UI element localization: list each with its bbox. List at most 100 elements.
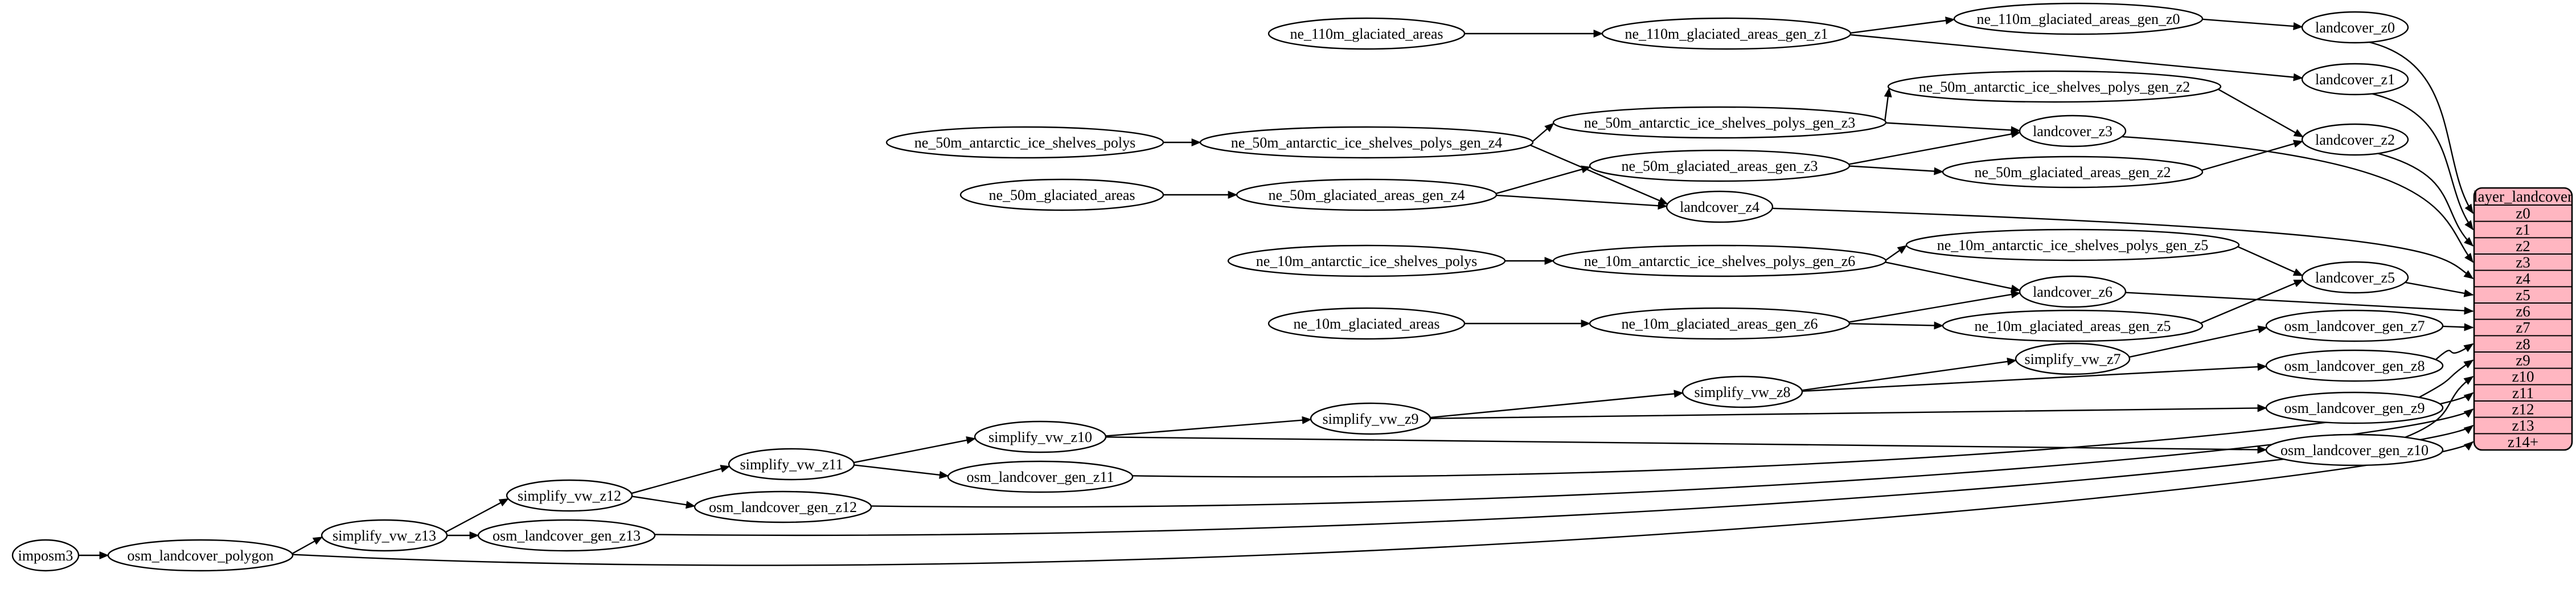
node-ne_50m_glaciated_areas_gen_z4: ne_50m_glaciated_areas_gen_z4 bbox=[1236, 178, 1498, 211]
node-ellipse-ne_50m_antarctic_ice_shelves_polys bbox=[885, 126, 1164, 159]
node-ne_50m_glaciated_areas_gen_z2: ne_50m_glaciated_areas_gen_z2 bbox=[1942, 155, 2204, 189]
table-row-z4: z4 bbox=[2516, 270, 2530, 287]
table-row-z10: z10 bbox=[2512, 368, 2534, 385]
node-ellipse-ne_50m_antarctic_ice_shelves_polys_gen_z2 bbox=[1887, 70, 2222, 103]
node-landcover_z4: landcover_z4 bbox=[1666, 190, 1774, 223]
node-simplify_vw_z7: simplify_vw_z7 bbox=[2015, 342, 2131, 375]
node-ellipse-osm_landcover_gen_z9 bbox=[2265, 391, 2444, 424]
node-landcover_z0: landcover_z0 bbox=[2301, 11, 2409, 44]
node-landcover_z1: landcover_z1 bbox=[2301, 63, 2409, 96]
table-row-z8: z8 bbox=[2516, 335, 2530, 353]
node-label-ne_10m_glaciated_areas_gen_z5: ne_10m_glaciated_areas_gen_z5 bbox=[1974, 318, 2171, 334]
table-row-z6: z6 bbox=[2516, 303, 2530, 320]
node-ellipse-simplify_vw_z10 bbox=[974, 420, 1107, 453]
table-row-z1: z1 bbox=[2516, 221, 2530, 238]
node-ne_50m_antarctic_ice_shelves_polys_gen_z4: ne_50m_antarctic_ice_shelves_polys_gen_z… bbox=[1199, 126, 1534, 159]
node-label-ne_50m_antarctic_ice_shelves_polys_gen_z4: ne_50m_antarctic_ice_shelves_polys_gen_z… bbox=[1231, 134, 1503, 151]
node-label-ne_10m_glaciated_areas_gen_z6: ne_10m_glaciated_areas_gen_z6 bbox=[1621, 316, 1818, 332]
node-ne_110m_glaciated_areas: ne_110m_glaciated_areas bbox=[1268, 17, 1466, 50]
edge-ne_110m_glaciated_areas_gen_z1-to-ne_110m_glaciated_areas_gen_z0 bbox=[1850, 17, 1955, 34]
node-label-landcover_z3: landcover_z3 bbox=[2033, 123, 2113, 140]
edge-osm_landcover_gen_z10-to-layer-row-z10 bbox=[2405, 376, 2474, 439]
node-ellipse-landcover_z0 bbox=[2301, 11, 2409, 44]
node-label-landcover_z5: landcover_z5 bbox=[2315, 269, 2395, 286]
node-ellipse-ne_10m_antarctic_ice_shelves_polys bbox=[1227, 244, 1506, 277]
node-ellipse-ne_50m_glaciated_areas_gen_z3 bbox=[1589, 149, 1851, 182]
table-row-z9: z9 bbox=[2516, 352, 2530, 369]
node-osm_landcover_gen_z11: osm_landcover_gen_z11 bbox=[947, 460, 1134, 493]
edge-simplify_vw_z11-to-simplify_vw_z10 bbox=[854, 436, 977, 464]
edge-simplify_vw_z8-to-simplify_vw_z7 bbox=[1802, 357, 2017, 391]
edge-landcover_z2-to-layer-row-z2 bbox=[2377, 153, 2474, 247]
node-label-imposm3: imposm3 bbox=[18, 547, 73, 564]
node-landcover_z2: landcover_z2 bbox=[2301, 123, 2409, 156]
node-label-ne_110m_glaciated_areas: ne_110m_glaciated_areas bbox=[1290, 26, 1443, 42]
edge-ne_10m_antarctic_ice_shelves_polys_gen_z6-to-ne_10m_antarctic_ice_shelves_polys_gen_z5 bbox=[1885, 245, 1908, 261]
table-row-z11: z11 bbox=[2512, 384, 2534, 402]
node-ellipse-simplify_vw_z11 bbox=[728, 448, 855, 481]
edge-osm_landcover_polygon-to-simplify_vw_z13 bbox=[292, 536, 323, 555]
node-ne_50m_antarctic_ice_shelves_polys: ne_50m_antarctic_ice_shelves_polys bbox=[885, 126, 1164, 159]
node-label-ne_10m_antarctic_ice_shelves_polys: ne_10m_antarctic_ice_shelves_polys bbox=[1256, 253, 1477, 269]
node-label-ne_50m_glaciated_areas_gen_z3: ne_50m_glaciated_areas_gen_z3 bbox=[1621, 158, 1818, 174]
node-label-ne_10m_antarctic_ice_shelves_polys_gen_z6: ne_10m_antarctic_ice_shelves_polys_gen_z… bbox=[1584, 253, 1856, 269]
table-row-z14-plus: z14+ bbox=[2508, 433, 2538, 451]
node-ne_110m_glaciated_areas_gen_z1: ne_110m_glaciated_areas_gen_z1 bbox=[1601, 17, 1852, 50]
edge-ne_10m_antarctic_ice_shelves_polys_gen_z5-to-landcover_z5 bbox=[2237, 246, 2303, 276]
edge-osm_landcover_gen_z9-to-layer-row-z9 bbox=[2418, 359, 2474, 398]
node-simplify_vw_z10: simplify_vw_z10 bbox=[974, 420, 1107, 453]
node-osm_landcover_gen_z9: osm_landcover_gen_z9 bbox=[2265, 391, 2444, 424]
node-label-simplify_vw_z9: simplify_vw_z9 bbox=[1323, 411, 1419, 427]
node-osm_landcover_gen_z8: osm_landcover_gen_z8 bbox=[2265, 349, 2444, 382]
node-landcover_z3: landcover_z3 bbox=[2019, 114, 2127, 148]
edge-simplify_vw_z13-to-simplify_vw_z12 bbox=[445, 498, 509, 533]
node-ellipse-imposm3 bbox=[11, 539, 80, 572]
table-row-z13: z13 bbox=[2512, 417, 2534, 434]
edge-osm_landcover_gen_z7-to-layer-row-z7 bbox=[2442, 323, 2474, 331]
node-label-ne_10m_glaciated_areas: ne_10m_glaciated_areas bbox=[1294, 316, 1440, 332]
node-ellipse-ne_50m_glaciated_areas_gen_z2 bbox=[1942, 155, 2204, 189]
node-ellipse-landcover_z5 bbox=[2301, 261, 2409, 294]
node-ne_50m_glaciated_areas_gen_z3: ne_50m_glaciated_areas_gen_z3 bbox=[1589, 149, 1851, 182]
node-ne_50m_glaciated_areas: ne_50m_glaciated_areas bbox=[959, 178, 1164, 211]
node-ellipse-ne_50m_antarctic_ice_shelves_polys_gen_z3 bbox=[1552, 106, 1887, 139]
node-ne_10m_antarctic_ice_shelves_polys: ne_10m_antarctic_ice_shelves_polys bbox=[1227, 244, 1506, 277]
edge-ne_50m_antarctic_ice_shelves_polys_gen_z2-to-landcover_z2 bbox=[2218, 88, 2304, 138]
edge-simplify_vw_z11-to-osm_landcover_gen_z11 bbox=[854, 464, 949, 479]
node-ellipse-osm_landcover_gen_z13 bbox=[477, 519, 656, 552]
node-ellipse-simplify_vw_z8 bbox=[1681, 375, 1803, 408]
node-ne_50m_antarctic_ice_shelves_polys_gen_z3: ne_50m_antarctic_ice_shelves_polys_gen_z… bbox=[1552, 106, 1887, 139]
node-ne_10m_antarctic_ice_shelves_polys_gen_z5: ne_10m_antarctic_ice_shelves_polys_gen_z… bbox=[1905, 228, 2240, 261]
node-label-simplify_vw_z10: simplify_vw_z10 bbox=[988, 429, 1092, 445]
node-ellipse-simplify_vw_z7 bbox=[2015, 342, 2131, 375]
node-label-ne_50m_antarctic_ice_shelves_polys_gen_z2: ne_50m_antarctic_ice_shelves_polys_gen_z… bbox=[1919, 79, 2191, 95]
edge-simplify_vw_z12-to-simplify_vw_z11 bbox=[631, 465, 731, 494]
node-label-ne_50m_glaciated_areas_gen_z4: ne_50m_glaciated_areas_gen_z4 bbox=[1268, 187, 1465, 203]
edge-ne_110m_glaciated_areas_gen_z0-to-landcover_z0 bbox=[2202, 18, 2303, 30]
node-label-landcover_z0: landcover_z0 bbox=[2315, 19, 2395, 36]
node-osm_landcover_gen_z7: osm_landcover_gen_z7 bbox=[2265, 309, 2444, 342]
node-label-landcover_z1: landcover_z1 bbox=[2315, 71, 2395, 88]
node-label-landcover_z6: landcover_z6 bbox=[2033, 284, 2113, 300]
node-ellipse-ne_10m_glaciated_areas_gen_z5 bbox=[1942, 309, 2204, 342]
node-ellipse-osm_landcover_gen_z12 bbox=[694, 490, 872, 523]
edge-landcover_z0-to-layer-row-z0 bbox=[2369, 41, 2474, 214]
edge-ne_50m_glaciated_areas_gen_z4-to-ne_50m_glaciated_areas_gen_z3 bbox=[1495, 165, 1591, 194]
node-ellipse-ne_110m_glaciated_areas_gen_z1 bbox=[1601, 17, 1852, 50]
node-label-ne_50m_glaciated_areas: ne_50m_glaciated_areas bbox=[989, 187, 1135, 203]
edge-osm_landcover_gen_z12-to-layer-row-z12 bbox=[871, 408, 2474, 508]
node-ellipse-simplify_vw_z12 bbox=[506, 479, 633, 512]
node-ellipse-osm_landcover_gen_z10 bbox=[2265, 433, 2444, 466]
edge-ne_50m_antarctic_ice_shelves_polys_gen_z4-to-ne_50m_antarctic_ice_shelves_polys_gen_z3 bbox=[1532, 122, 1554, 142]
node-label-simplify_vw_z13: simplify_vw_z13 bbox=[333, 527, 436, 544]
node-label-simplify_vw_z8: simplify_vw_z8 bbox=[1695, 384, 1791, 400]
node-ellipse-landcover_z1 bbox=[2301, 63, 2409, 96]
table-layer-landcover: layer_landcoverz0z1z2z3z4z5z6z7z8z9z10z1… bbox=[2473, 187, 2573, 451]
table-row-z3: z3 bbox=[2516, 254, 2530, 271]
node-label-ne_50m_glaciated_areas_gen_z2: ne_50m_glaciated_areas_gen_z2 bbox=[1974, 164, 2171, 181]
node-label-osm_landcover_gen_z13: osm_landcover_gen_z13 bbox=[493, 527, 641, 544]
edge-ne_50m_antarctic_ice_shelves_polys_gen_z4-to-landcover_z4 bbox=[1529, 144, 1668, 205]
edge-ne_50m_antarctic_ice_shelves_polys_gen_z3-to-landcover_z3 bbox=[1885, 122, 2021, 134]
